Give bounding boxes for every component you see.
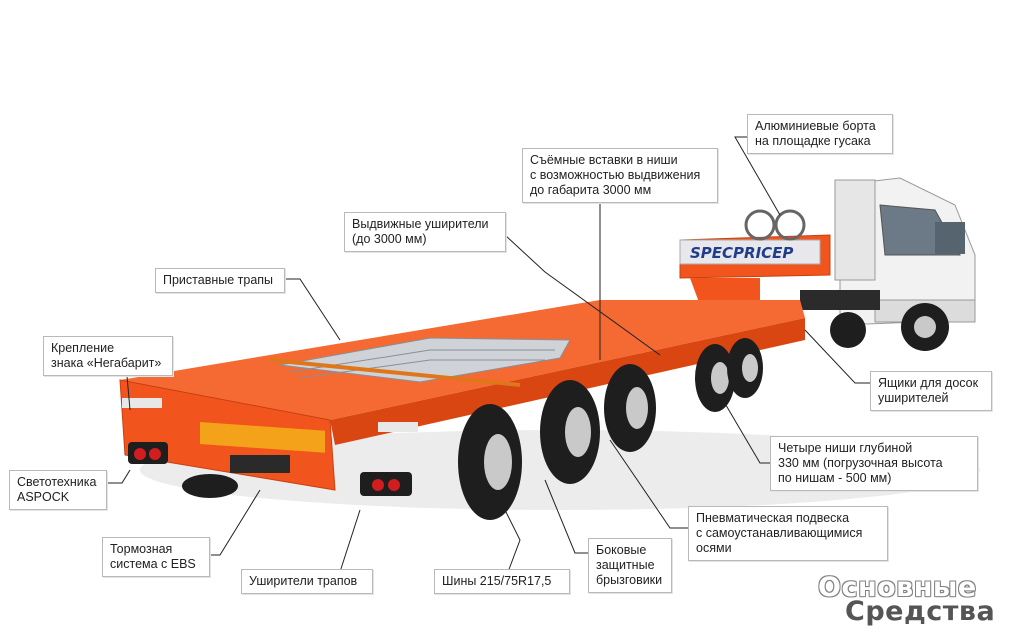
trailer-wheels <box>182 338 763 520</box>
publisher-logo: Основные Средства <box>800 570 1020 636</box>
callout-sliding-wideners: Выдвижные уширители (до 3000 мм) <box>344 212 506 252</box>
tractor-unit <box>800 177 976 351</box>
logo-line-1: Основные <box>818 572 977 603</box>
callout-aluminum-sides: Алюминиевые борта на площадке гусака <box>747 114 893 154</box>
warning-reflector <box>200 421 325 453</box>
callout-four-wells: Четыре ниши глубиной 330 мм (погрузочная… <box>770 436 978 491</box>
ramps-on-deck <box>269 337 571 387</box>
callout-ramps: Приставные трапы <box>155 268 285 293</box>
callout-tires: Шины 215/75R17,5 <box>434 569 570 594</box>
callout-side-guards: Боковые защитные брызговики <box>588 538 672 593</box>
callout-sign-mount: Крепление знака «Негабарит» <box>43 336 173 376</box>
callout-lighting: Светотехника ASPOCK <box>9 470 107 510</box>
callout-air-suspension: Пневматическая подвеска с самоустанавлив… <box>688 506 888 561</box>
logo-line-2: Средства <box>845 596 996 627</box>
callout-brake-system: Тормозная система с EBS <box>102 537 210 577</box>
callout-board-boxes: Ящики для досок уширителей <box>870 371 992 411</box>
trailer-brand-text: SPECPRICEP <box>690 244 793 262</box>
callout-removable-inserts: Съёмные вставки в ниши с возможностью вы… <box>522 148 718 203</box>
callout-ramp-wideners: Уширители трапов <box>241 569 373 594</box>
gooseneck: SPECPRICEP <box>679 209 831 305</box>
callout-leader-lines <box>107 136 870 581</box>
